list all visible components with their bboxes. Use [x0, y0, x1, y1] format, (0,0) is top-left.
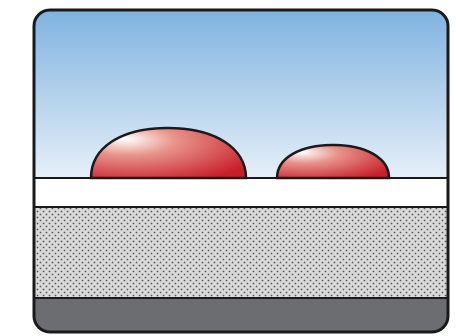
- base-layer: [34, 298, 448, 332]
- porous-layer: [34, 207, 448, 298]
- droplet-small: [275, 143, 391, 180]
- droplet-large: [89, 126, 248, 180]
- sky-background: [34, 10, 448, 178]
- surface-film: [34, 178, 448, 207]
- frame-border: [32, 8, 450, 334]
